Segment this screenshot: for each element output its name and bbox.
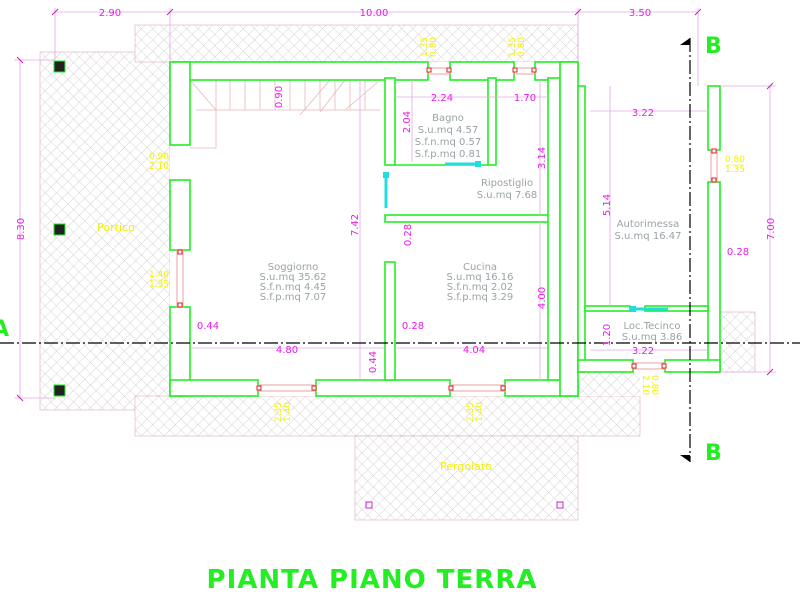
section-label-b-top: B [705,34,722,59]
dim-wall-044-a: 0.44 [197,321,219,332]
room-su: S.u.mq 7.68 [477,190,538,201]
room-name: Bagno [432,113,464,124]
dim-garage-h: 5.14 [602,194,613,216]
pergola-post [556,501,564,509]
dim-bagno-h: 2.04 [402,111,413,133]
dim-soggiorno-w: 4.80 [276,345,298,356]
window-labels: 0.801.35 0.801.35 0.90 2.10 1.40 1.35 1.… [149,37,745,422]
dim-soggiorno-h: 7.42 [350,214,361,236]
doors [383,161,668,312]
window-top1-width: 0.80 [429,37,439,57]
room-cucina: Cucina S.u.mq 16.16 S.f.n.mq 2.02 S.f.p.… [447,262,514,303]
room-name: Cucina [463,262,497,273]
window-garage-height: 1.35 [725,165,745,175]
room-ripostiglio: Ripostiglio S.u.mq 7.68 [477,178,538,201]
section-label-a: A [0,317,9,342]
pergolato-area [354,435,579,521]
room-name: Soggiorno [268,262,318,273]
windows [176,67,718,392]
pergolato-label: Pergolato [440,460,492,473]
dim-garage-w: 3.22 [632,108,654,119]
room-sfn: S.f.n.mq 0.57 [415,137,482,148]
portico-label: Portico [97,221,135,234]
pergola-post [365,501,373,509]
dim-left-height: 8.30 [16,218,27,240]
dim-wall-028-b: 0.28 [402,321,424,332]
door-left-height: 2.10 [149,162,169,172]
room-loc-tecnico: Loc.Tecinco S.u.mq 3.86 [622,321,683,343]
room-soggiorno: Soggiorno S.u.mq 35.62 S.f.n.mq 4.45 S.f… [260,262,327,303]
dim-wall-028-a: 0.28 [403,224,414,246]
room-su: S.u.mq 4.57 [418,125,479,136]
dim-top-left: 2.90 [99,8,121,19]
window-left-height: 1.35 [149,280,169,290]
dim-rip-w: 1.70 [514,93,536,104]
window-top2-width: 0.80 [517,37,527,57]
room-su: S.u.mq 16.47 [615,231,682,242]
door-left-width: 0.90 [149,152,169,162]
window-bottom1-height: 2.35 [274,402,284,422]
dimension-lines [14,8,776,402]
dim-cucina-h: 4.00 [537,287,548,309]
dim-cucina-w: 4.04 [463,345,485,356]
page-title: PIANTA PIANO TERRA [207,565,538,595]
window-bottom1-width: 1.40 [283,402,293,422]
right-terrace [719,311,756,373]
bottom-terrace [134,395,641,437]
dim-top-right: 3.50 [629,8,651,19]
room-su: S.u.mq 3.86 [622,332,683,343]
room-name: Loc.Tecinco [624,321,681,332]
room-sfn: S.f.n.mq 2.02 [447,282,514,293]
window-top1-height: 1.35 [420,37,430,57]
dim-top-mid: 10.00 [360,8,389,19]
window-garage-width: 0.80 [725,155,745,165]
room-sfp: S.f.p.mq 7.07 [260,292,327,303]
room-su: S.u.mq 35.62 [260,272,327,283]
dim-tecnico-h: 1.20 [602,324,613,346]
pillar [53,60,66,73]
window-top2-height: 1.35 [508,37,518,57]
room-name: Ripostiglio [481,178,533,189]
room-bagno: Bagno S.u.mq 4.57 S.f.n.mq 0.57 S.f.p.mq… [415,113,482,160]
room-sfp: S.f.p.mq 3.29 [447,292,514,303]
window-tecnico-width: 0.80 [649,375,659,395]
room-name: Autorimessa [617,219,680,230]
room-sfp: S.f.p.mq 0.81 [415,149,482,160]
window-left-width: 1.40 [149,270,169,280]
dim-stair: 0.90 [274,86,285,108]
pillar [53,223,66,236]
window-bottom2-width: 1.40 [475,402,485,422]
dim-wall-044-b: 0.44 [368,351,379,373]
dimension-labels: 2.90 10.00 3.50 8.30 7.00 0.90 2.24 1.70… [16,8,777,373]
window-tecnico-height: 2.10 [640,375,650,395]
dim-garage-wall: 0.28 [727,247,749,258]
dim-rip-h: 3.14 [537,147,548,169]
room-autorimessa: Autorimessa S.u.mq 16.47 [615,219,682,242]
top-terrace [134,24,579,63]
dim-right-height: 7.00 [766,218,777,240]
window-bottom2-height: 2.35 [466,402,476,422]
pillar [53,384,66,397]
dim-tecnico-w: 3.22 [632,346,654,357]
pillars [53,60,564,509]
dim-bagno-w: 2.24 [431,93,453,104]
section-label-b-bottom: B [705,441,722,466]
room-su: S.u.mq 16.16 [447,272,514,283]
room-sfn: S.f.n.mq 4.45 [260,282,327,293]
